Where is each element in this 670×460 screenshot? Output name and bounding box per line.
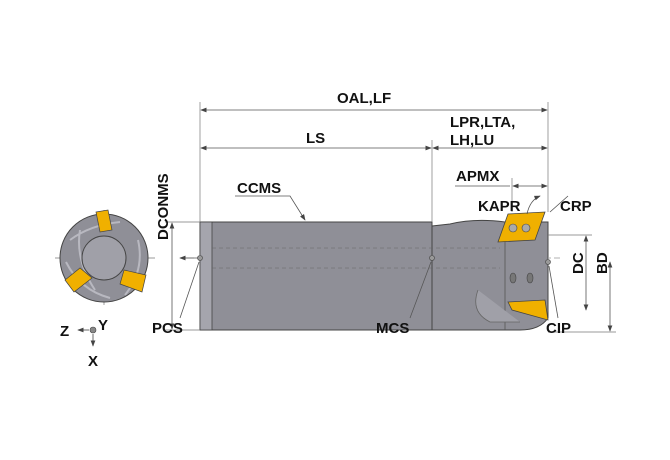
cip-label: CIP xyxy=(546,320,571,337)
mcs-point xyxy=(429,255,435,261)
shank xyxy=(199,221,433,331)
extension-lines xyxy=(165,102,616,333)
pcs-label: PCS xyxy=(152,320,183,337)
kapr-arc xyxy=(526,195,541,215)
insert xyxy=(64,267,93,293)
insert xyxy=(119,269,147,293)
cip-point xyxy=(545,259,551,265)
mcs-label: MCS xyxy=(376,320,409,337)
oal-label: OAL,LF xyxy=(337,90,391,107)
dc-label: DC xyxy=(570,252,587,274)
kapr-label: KAPR xyxy=(478,198,521,215)
insert-top xyxy=(497,211,546,243)
ccms-label: CCMS xyxy=(237,180,281,197)
crp-label: CRP xyxy=(560,198,592,215)
axis-triad: Z Y X xyxy=(60,317,108,370)
front-view xyxy=(55,209,155,305)
ls-label: LS xyxy=(306,130,325,147)
dconms-label: DCONMS xyxy=(155,173,172,240)
axis-z-label: Z xyxy=(60,323,69,340)
insert xyxy=(95,209,113,233)
bd-label: BD xyxy=(594,252,611,274)
lpr-label-line1: LPR,LTA, xyxy=(450,114,515,131)
axis-y-label: Y xyxy=(98,317,108,334)
insert-bottom xyxy=(507,299,549,321)
tool-body xyxy=(180,211,560,331)
lpr-label-line2: LH,LU xyxy=(450,132,494,149)
pcs-point xyxy=(197,255,203,261)
apmx-label: APMX xyxy=(456,168,499,185)
axis-x-label: X xyxy=(88,353,98,370)
